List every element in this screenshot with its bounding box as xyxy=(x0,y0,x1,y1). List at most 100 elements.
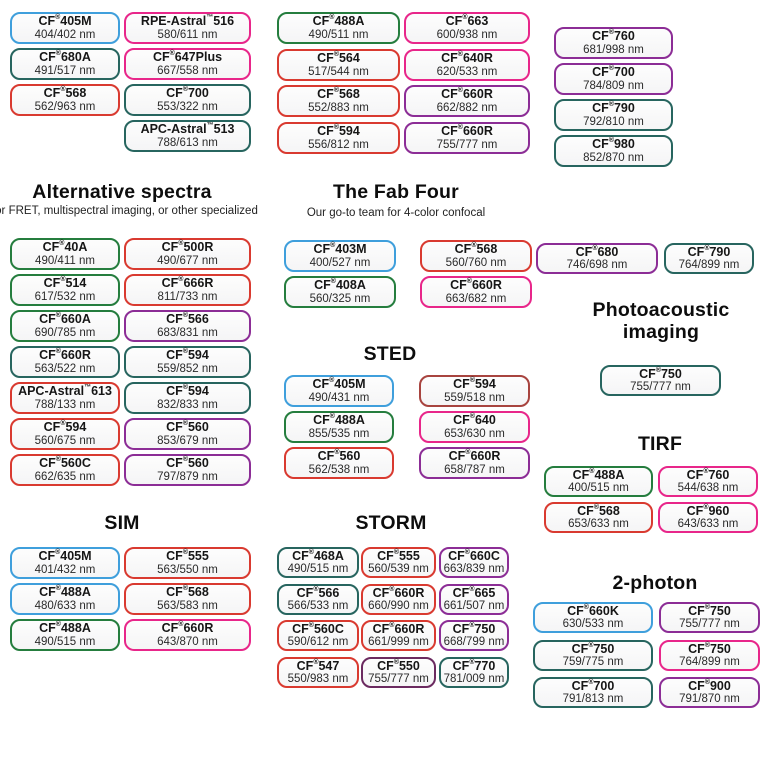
section-subtitle: Our go-to team for 4-color confocal xyxy=(306,207,486,219)
dye-name: APC-Astral™513 xyxy=(140,122,235,137)
dye-name: CF®547 xyxy=(296,658,340,673)
dye-name: CF®560 xyxy=(166,456,209,471)
dye-name: CF®568 xyxy=(454,242,498,257)
dye-name: CF®564 xyxy=(317,51,360,66)
dye-excitation-emission: 788/133 nm xyxy=(34,398,96,411)
dye-excitation-emission: 490/677 nm xyxy=(157,254,218,267)
dye-name: CF®594 xyxy=(317,124,360,139)
section-title: Alternative spectra xyxy=(32,181,212,203)
dye-excitation-emission: 560/760 nm xyxy=(445,256,507,269)
dye-excitation-emission: 658/787 nm xyxy=(444,463,505,476)
dye-name: CF®660R xyxy=(441,124,493,139)
dye-excitation-emission: 643/870 nm xyxy=(157,635,218,648)
dye-excitation-emission: 784/809 nm xyxy=(583,79,644,92)
dye-name: CF®568 xyxy=(577,503,620,518)
dye-name: CF®550 xyxy=(377,658,420,673)
dye-excitation-emission: 764/899 nm xyxy=(679,656,740,669)
dye-excitation-emission: 755/777 nm xyxy=(630,381,691,394)
dye-name: CF®568 xyxy=(43,86,87,101)
dye-excitation-emission: 490/411 nm xyxy=(35,254,95,267)
dye-name: CF®555 xyxy=(377,548,420,563)
dye-excitation-emission: 681/998 nm xyxy=(583,43,644,56)
section-title: STORM xyxy=(355,512,427,534)
dye-name: CF®663 xyxy=(445,14,489,29)
dye-excitation-emission: 662/635 nm xyxy=(34,470,96,483)
dye-excitation-emission: 683/831 nm xyxy=(157,326,218,339)
dye-excitation-emission: 544/638 nm xyxy=(677,482,739,495)
dye-excitation-emission: 755/777 nm xyxy=(679,618,740,631)
dye-name: CF®790 xyxy=(687,244,731,259)
dye-excitation-emission: 661/507 nm xyxy=(443,600,505,613)
dye-name: CF®40A xyxy=(42,240,88,255)
dye-excitation-emission: 643/633 nm xyxy=(677,518,739,531)
dye-excitation-emission: 563/522 nm xyxy=(34,362,96,375)
section-title: STED xyxy=(363,343,417,365)
dye-name: CF®408A xyxy=(314,278,366,293)
dye-name: CF®790 xyxy=(592,101,635,116)
dye-excitation-emission: 400/527 nm xyxy=(309,256,371,269)
dye-excitation-emission: 755/777 nm xyxy=(436,138,498,151)
dye-excitation-emission: 560/325 nm xyxy=(309,292,371,305)
dye-excitation-emission: 560/539 nm xyxy=(368,563,429,576)
dye-excitation-emission: 832/833 nm xyxy=(157,398,218,411)
dye-name: CF®566 xyxy=(166,312,209,327)
dye-name: CF®680A xyxy=(39,50,91,65)
dye-excitation-emission: 781/009 nm xyxy=(443,673,505,686)
dye-name: CF®560C xyxy=(39,456,91,471)
dye-excitation-emission: 662/882 nm xyxy=(436,101,498,114)
dye-name: CF®560 xyxy=(317,449,361,464)
dye-name: CF®568 xyxy=(166,585,209,600)
dye-name: CF®566 xyxy=(296,585,340,600)
dye-excitation-emission: 746/698 nm xyxy=(566,259,628,272)
section-title: The Fab Four xyxy=(333,181,459,203)
dye-name: CF®660R xyxy=(448,449,501,464)
dye-name: CF®500R xyxy=(161,240,214,255)
dye-excitation-emission: 660/990 nm xyxy=(368,600,429,613)
dye-excitation-emission: 811/733 nm xyxy=(157,290,218,303)
dye-name: CF®666R xyxy=(161,276,214,291)
dye-excitation-emission: 563/583 nm xyxy=(157,599,218,612)
dye-excitation-emission: 788/613 nm xyxy=(157,136,218,149)
dye-name: CF®660R xyxy=(372,621,425,636)
dye-excitation-emission: 759/775 nm xyxy=(562,656,624,669)
dye-excitation-emission: 401/432 nm xyxy=(34,563,96,576)
